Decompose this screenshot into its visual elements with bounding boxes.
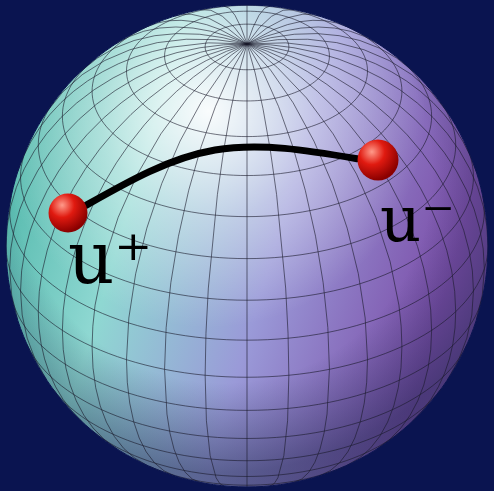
- point-marker: u⁺: [48, 193, 88, 233]
- sphere-highlight: [6, 5, 488, 487]
- sphere-body: [6, 5, 488, 487]
- point-label: u⁻: [380, 187, 455, 251]
- point-marker: u⁻: [357, 139, 399, 181]
- sphere-grid: [6, 5, 488, 487]
- sphere-shade: [6, 5, 488, 487]
- geodesic-arc: [86, 147, 357, 205]
- sphere-rim: [6, 5, 488, 487]
- point-label: u⁺: [68, 222, 152, 294]
- point-dot: [357, 139, 399, 181]
- point-dot-fill: [358, 140, 399, 181]
